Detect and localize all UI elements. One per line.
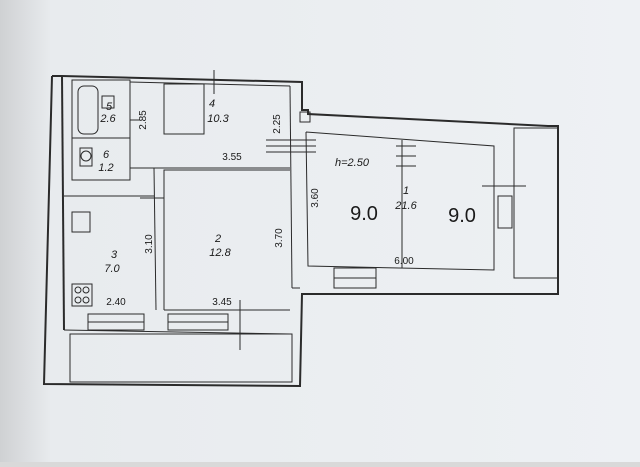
overlay-areas: 9.0 9.0 xyxy=(350,203,476,227)
hallway xyxy=(129,70,316,169)
overlay-area-left: 9.0 xyxy=(350,203,378,225)
room-5-number: 5 xyxy=(106,101,113,113)
kitchen-sink-icon xyxy=(71,211,91,233)
room-one xyxy=(299,111,559,289)
dim-2-25: 2.25 xyxy=(272,114,283,134)
dim-2-85: 2.85 xyxy=(138,110,149,130)
room-4-area: 10.3 xyxy=(207,113,229,125)
balcony xyxy=(69,333,293,383)
room-two xyxy=(163,169,290,350)
room-1-area: 21.6 xyxy=(394,200,417,212)
wardrobe-icon xyxy=(163,83,205,135)
room-5-area: 2.6 xyxy=(99,113,116,125)
stove-icon xyxy=(71,283,93,307)
dim-3-60: 3.60 xyxy=(310,188,321,208)
kitchen xyxy=(64,167,164,311)
room-2-number: 2 xyxy=(214,233,221,245)
overlay-area-right: 9.0 xyxy=(448,205,476,227)
dim-2-40: 2.40 xyxy=(106,297,126,308)
ceiling-height: h=2.50 xyxy=(335,157,370,169)
dim-3-10: 3.10 xyxy=(144,234,155,254)
dim-6-00: 6.00 xyxy=(394,256,414,267)
room-6-number: 6 xyxy=(103,149,110,161)
room-3-area: 7.0 xyxy=(104,263,120,275)
bathtub-icon xyxy=(77,85,99,135)
dim-3-45: 3.45 xyxy=(212,297,232,308)
dim-3-70: 3.70 xyxy=(274,228,285,248)
room-1-number: 1 xyxy=(403,185,409,197)
room-6-area: 1.2 xyxy=(98,162,113,174)
room-4-number: 4 xyxy=(209,98,215,110)
room-3-number: 3 xyxy=(111,249,118,261)
dimension-labels: 2.85 2.25 3.55 3.10 3.70 2.40 3.45 3.60 … xyxy=(106,110,414,308)
sink-icon xyxy=(101,95,115,109)
bathroom-block xyxy=(71,79,140,181)
toilet-icon xyxy=(80,150,92,162)
room-2-area: 12.8 xyxy=(209,247,231,259)
dim-3-55: 3.55 xyxy=(222,152,242,163)
side-balcony xyxy=(513,127,559,279)
outer-walls xyxy=(42,75,559,388)
windows-bottom xyxy=(87,313,229,331)
room-labels: 5 2.6 4 10.3 6 1.2 3 7.0 2 12.8 1 21.6 xyxy=(98,98,417,275)
